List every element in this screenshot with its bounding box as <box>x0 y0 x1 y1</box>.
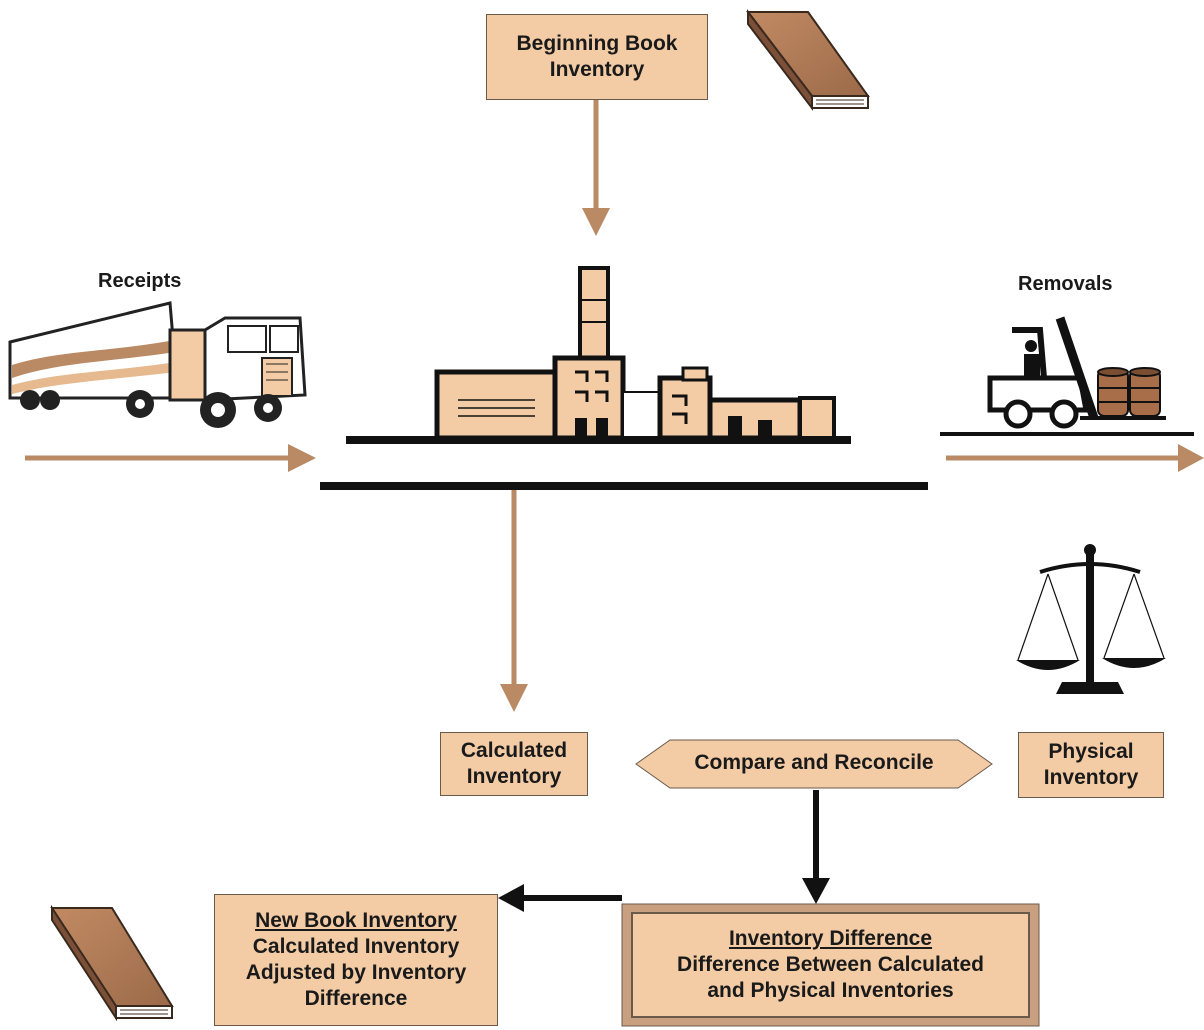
calculated-inventory-box: Calculated Inventory <box>440 732 588 796</box>
beginning-book-inventory-box: Beginning Book Inventory <box>486 14 708 100</box>
calculated-line1: Calculated <box>460 739 568 762</box>
forklift-icon <box>940 316 1194 436</box>
beginning-book-line2: Inventory <box>549 58 645 81</box>
arrow-to-calculated <box>500 490 528 712</box>
book-icon <box>745 9 870 111</box>
truck-icon <box>8 301 307 428</box>
difference-line1: Difference Between Calculated <box>677 953 984 976</box>
physical-inventory-box: Physical Inventory <box>1018 732 1164 798</box>
new-book-line3: Difference <box>304 987 408 1010</box>
process-baseline <box>320 482 928 490</box>
difference-line2: and Physical Inventories <box>707 979 954 1002</box>
new-book-inventory-box: New Book Inventory Calculated Inventory … <box>214 894 498 1026</box>
new-book-line2: Adjusted by Inventory <box>245 961 467 984</box>
physical-line2: Inventory <box>1043 766 1139 789</box>
calculated-line2: Inventory <box>466 765 562 788</box>
compare-shape <box>635 739 993 789</box>
difference-title: Inventory Difference <box>728 927 933 950</box>
new-book-line1: Calculated Inventory <box>252 935 460 958</box>
difference-frame <box>621 903 1040 1027</box>
compare-reconcile-label: Compare and Reconcile <box>694 751 934 774</box>
arrow-difference-to-newbook <box>498 884 622 912</box>
beginning-book-line1: Beginning Book <box>516 32 678 55</box>
arrow-removals <box>946 444 1204 472</box>
arrow-receipts <box>25 444 316 472</box>
receipts-label: Receipts <box>98 270 182 292</box>
book-icon <box>50 904 174 1022</box>
new-book-title: New Book Inventory <box>255 909 457 932</box>
physical-line1: Physical <box>1048 740 1134 763</box>
arrow-compare-to-difference <box>802 790 830 904</box>
inventory-difference-box: Inventory Difference Difference Between … <box>632 913 1029 1017</box>
removals-label: Removals <box>1018 273 1113 295</box>
arrow-beginning-to-factory <box>582 100 610 236</box>
scale-icon <box>1016 544 1166 694</box>
factory-icon <box>346 266 851 444</box>
